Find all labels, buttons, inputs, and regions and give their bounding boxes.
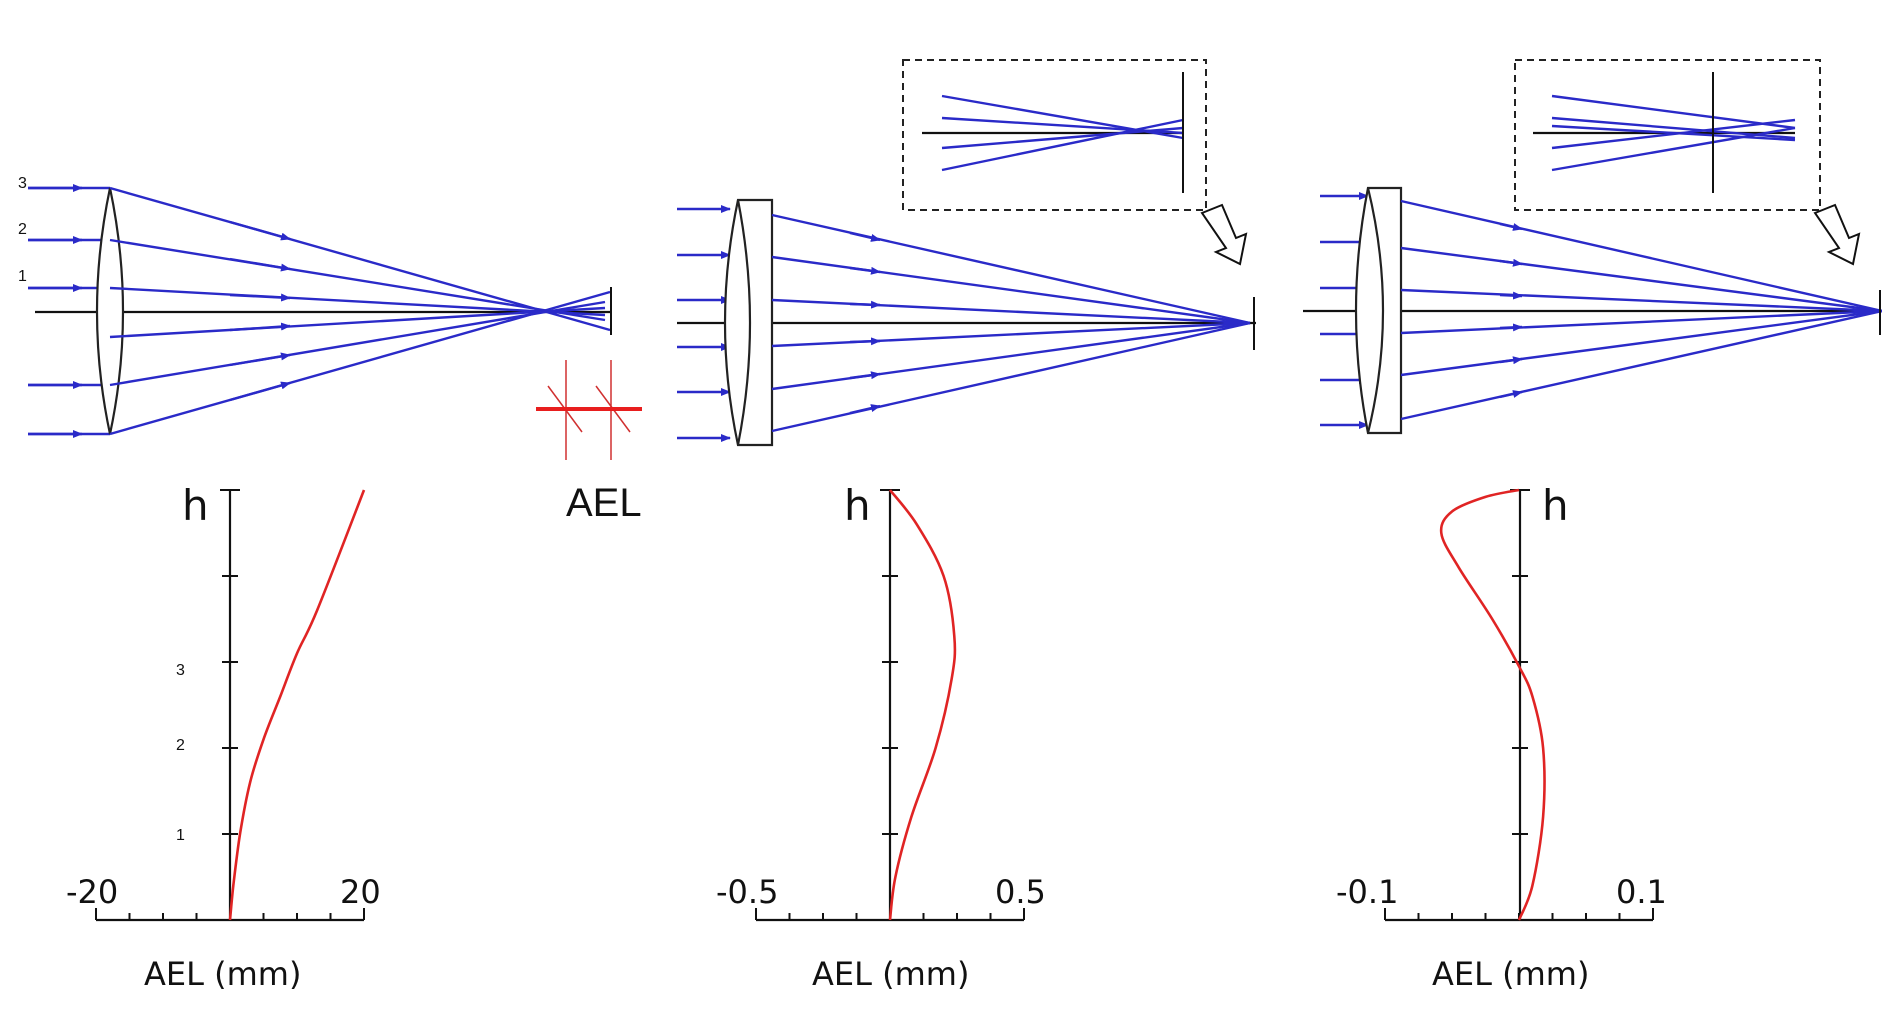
biconvex-lens — [95, 187, 125, 435]
panel-2-ray-diagram — [677, 59, 1256, 447]
ael-plot-2: h -0.5 0.5 AEL (mm) — [716, 481, 1046, 993]
plot-1-tick-left: -20 — [66, 873, 118, 911]
plot-1-xlabel: AEL (mm) — [144, 955, 301, 993]
plot-3-ael-curve — [1439, 488, 1546, 921]
panel-1-ray-diagram: 3 2 1 — [18, 175, 612, 438]
inset-zoom-3 — [1514, 59, 1821, 211]
incoming-rays-1 — [28, 184, 110, 438]
plot-2-xlabel: AEL (mm) — [812, 955, 969, 993]
refracted-rays-1 — [109, 186, 611, 436]
zoom-arrow-3 — [1813, 203, 1861, 266]
plot-2-h-label: h — [844, 481, 871, 530]
ray-label-1: 1 — [18, 268, 27, 285]
plot-1-h-label: h — [182, 481, 209, 530]
incoming-rays-2 — [677, 205, 731, 442]
plot-3-tick-right: 0.1 — [1616, 873, 1667, 911]
plot-1-height-3: 3 — [176, 662, 185, 679]
ael-marker: AEL — [536, 360, 642, 525]
zoom-arrow-2 — [1200, 203, 1248, 266]
doublet-lens-2 — [723, 198, 774, 447]
refracted-rays-2 — [771, 213, 1251, 433]
plot-1-height-2: 2 — [176, 737, 185, 754]
plot-3-tick-left: -0.1 — [1336, 873, 1398, 911]
plot-1-tick-right: 20 — [340, 873, 381, 911]
plot-3-h-label: h — [1542, 481, 1569, 530]
doublet-lens-3 — [1354, 186, 1403, 435]
plot-2-ael-curve — [888, 489, 957, 921]
inset-zoom-2 — [902, 59, 1207, 211]
ael-marker-label: AEL — [566, 481, 642, 525]
plot-1-height-1: 1 — [176, 827, 185, 844]
panel-3-ray-diagram — [1303, 59, 1882, 435]
plot-1-ael-curve — [228, 489, 366, 921]
plot-3-xlabel: AEL (mm) — [1432, 955, 1589, 993]
ray-label-2: 2 — [18, 221, 27, 238]
plot-2-tick-left: -0.5 — [716, 873, 778, 911]
plot-2-tick-right: 0.5 — [995, 873, 1046, 911]
ael-plot-3: h -0.1 0.1 AEL (mm) — [1336, 481, 1667, 993]
ael-plot-1: h -20 20 AEL (mm) 3 2 1 — [66, 481, 381, 993]
ray-label-3: 3 — [18, 175, 27, 192]
refracted-rays-3 — [1400, 199, 1882, 421]
